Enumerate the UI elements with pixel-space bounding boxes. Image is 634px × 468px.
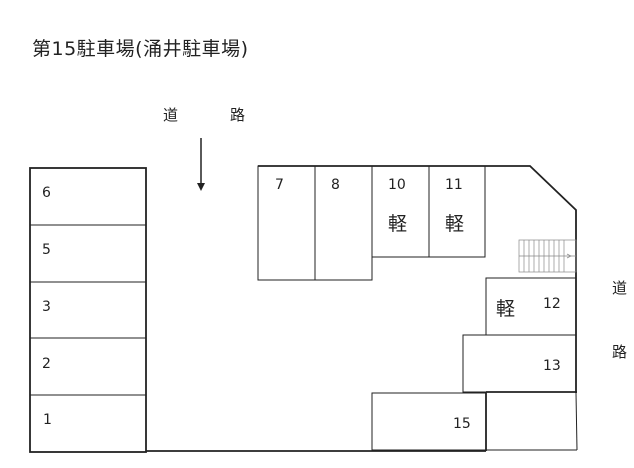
space-5-label: 5 <box>42 242 51 258</box>
space-11-label: 11 <box>445 177 463 193</box>
space-7-label: 7 <box>275 177 284 193</box>
space-10-label: 10 <box>388 177 406 193</box>
road-label-right-1: 道 <box>612 279 628 297</box>
stairs-icon <box>518 239 577 273</box>
space-3-label: 3 <box>42 299 51 315</box>
page-title: 第15駐車場(涌井駐車場) <box>32 38 249 60</box>
arrow-head-icon <box>197 183 205 191</box>
road-label-top-2: 路 <box>230 106 246 124</box>
space-13-label: 13 <box>543 358 561 374</box>
space-2-label: 2 <box>42 356 51 372</box>
space-1-label: 1 <box>43 412 52 428</box>
space-15-label: 15 <box>453 416 471 432</box>
kei-badge-11: 軽 <box>445 213 465 235</box>
space-8-label: 8 <box>331 177 340 193</box>
kei-badge-10: 軽 <box>388 213 408 235</box>
kei-badge-12: 軽 <box>496 298 516 320</box>
space-6-label: 6 <box>42 185 51 201</box>
space-12-label: 12 <box>543 296 561 312</box>
left-column <box>29 167 147 453</box>
road-label-top-1: 道 <box>163 106 179 124</box>
road-label-right-2: 路 <box>612 343 628 361</box>
